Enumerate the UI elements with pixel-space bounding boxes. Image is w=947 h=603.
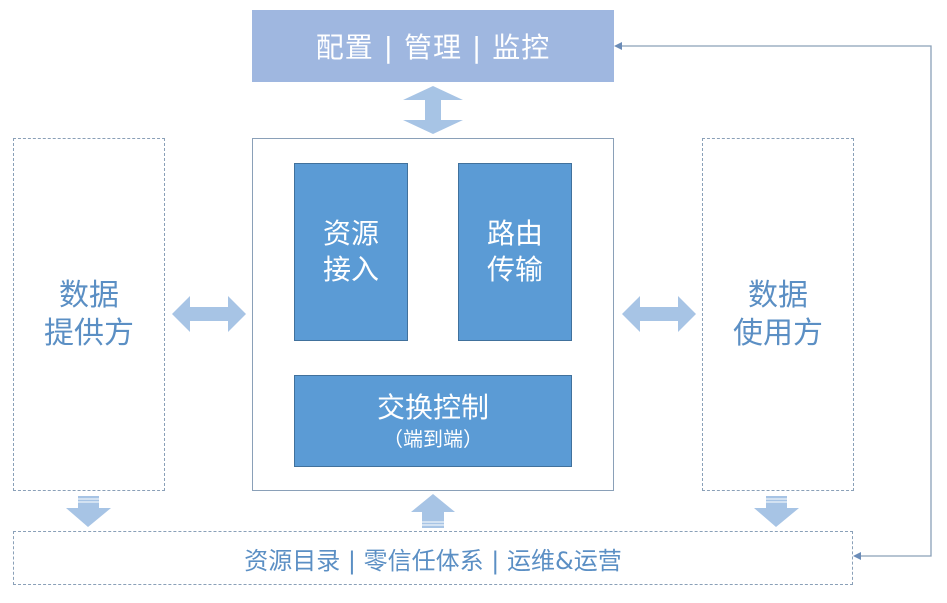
provider-down-arrow — [66, 496, 111, 527]
provider-line1: 数据 — [59, 277, 119, 313]
config-management-monitor-box: 配置 | 管理 | 监控 — [252, 10, 614, 82]
routing-transport-block: 路由 传输 — [458, 163, 572, 341]
exchange-control-subtitle: （端到端） — [383, 427, 483, 451]
resource-access-line2: 接入 — [322, 253, 379, 286]
data-provider-box: 数据 提供方 — [13, 138, 165, 491]
exchange-control-block: 交换控制 （端到端） — [294, 375, 572, 467]
feedback-connector-line — [620, 45, 932, 557]
bottom-up-arrow — [411, 494, 455, 528]
exchange-control-title: 交换控制 — [376, 391, 489, 424]
infrastructure-bar: 资源目录 | 零信任体系 | 运维&运营 — [13, 531, 853, 585]
resource-access-block: 资源 接入 — [294, 163, 408, 341]
connector-arrowhead-bottom — [853, 552, 861, 560]
consumer-line2: 使用方 — [733, 315, 823, 351]
data-consumer-box: 数据 使用方 — [702, 138, 854, 491]
top-double-arrow — [403, 86, 463, 134]
connector-arrowhead-top — [614, 42, 622, 50]
right-double-arrow — [622, 296, 696, 332]
bottom-bar-label: 资源目录 | 零信任体系 | 运维&运营 — [244, 546, 622, 575]
routing-line2: 传输 — [486, 253, 543, 286]
routing-line1: 路由 — [486, 217, 543, 250]
consumer-down-arrow — [754, 496, 799, 527]
resource-access-line1: 资源 — [322, 217, 379, 250]
left-double-arrow — [172, 296, 246, 332]
consumer-line1: 数据 — [748, 277, 808, 313]
top-bar-label: 配置 | 管理 | 监控 — [315, 31, 551, 64]
provider-line2: 提供方 — [44, 315, 134, 351]
